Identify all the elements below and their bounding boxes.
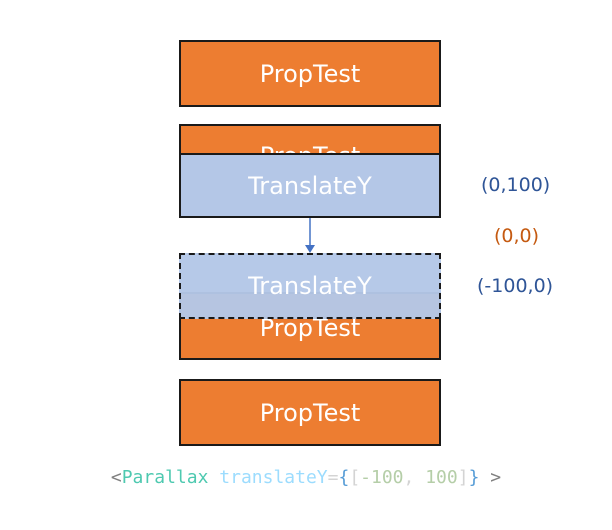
- code-snippet: <Parallax translateY={[-100, 100]} >: [0, 467, 612, 488]
- proptest-box-4-label: PropTest: [259, 398, 361, 427]
- proptest-box-4: PropTest: [179, 379, 441, 446]
- label-middle-coordinates: (0,0): [494, 225, 540, 247]
- code-value-min: -100: [360, 467, 404, 488]
- down-arrow-icon: [305, 218, 315, 253]
- translatey-box-bottom-label: TranslateY: [248, 272, 372, 300]
- code-array-close: ]: [457, 467, 469, 488]
- translatey-box-top-label: TranslateY: [248, 171, 372, 200]
- proptest-box-1: PropTest: [179, 40, 441, 107]
- code-close-bracket: >: [479, 467, 502, 488]
- code-attribute: translateY: [219, 467, 328, 488]
- code-separator: ,: [403, 467, 426, 488]
- code-equals: =: [327, 467, 339, 488]
- translatey-box-top: TranslateY: [179, 153, 441, 218]
- label-bottom-coordinates: (-100,0): [477, 275, 554, 297]
- translatey-box-bottom: TranslateY: [179, 253, 441, 319]
- code-brace-close: }: [468, 467, 480, 488]
- code-brace-open: {: [338, 467, 350, 488]
- code-component: Parallax: [121, 467, 209, 488]
- code-open-bracket: <: [110, 467, 122, 488]
- code-value-max: 100: [425, 467, 458, 488]
- label-top-coordinates: (0,100): [481, 174, 551, 196]
- proptest-box-1-label: PropTest: [259, 59, 361, 88]
- code-array-open: [: [349, 467, 361, 488]
